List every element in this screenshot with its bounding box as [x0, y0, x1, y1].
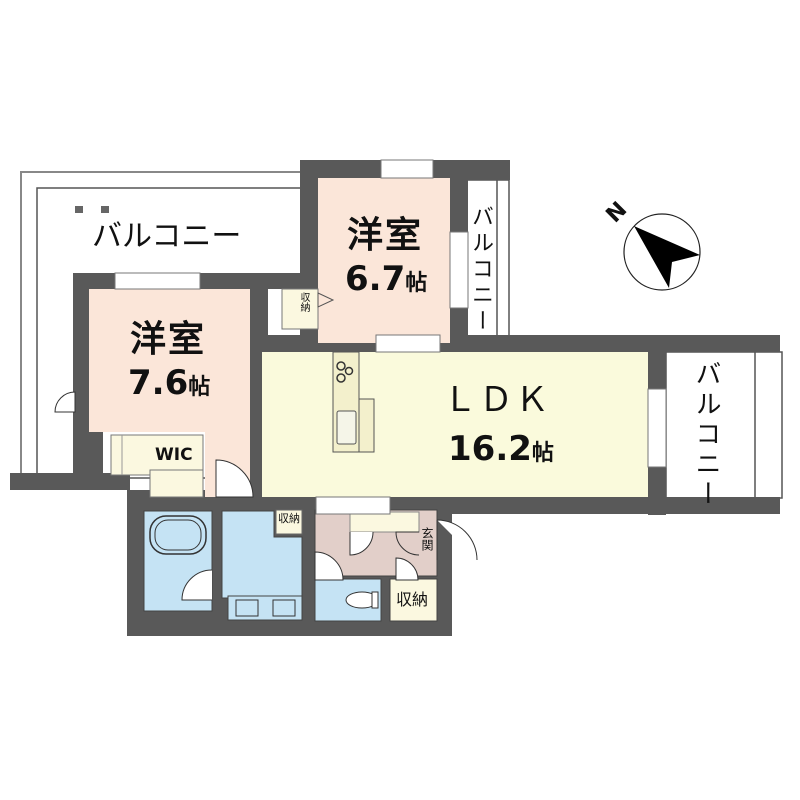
storage-entrance-area: [389, 578, 438, 622]
doors: [54, 391, 419, 581]
storage-washroom-label: 収納: [278, 512, 300, 525]
wic-area: [110, 434, 204, 498]
storage-small-area: [281, 288, 319, 330]
ldk-area-value: 16.2: [448, 429, 532, 469]
ldk-floor: [262, 352, 648, 497]
balcony-east-label: バルコニー: [691, 360, 721, 510]
western-room-2-floor: [318, 178, 450, 343]
windows: [114, 159, 667, 515]
compass-north-arrow-icon: [623, 213, 701, 291]
toilet-room: [314, 578, 382, 622]
western-room-1-name: 洋室: [130, 319, 207, 360]
storage-small-label: 収納: [298, 292, 309, 312]
western-room-2-name: 洋室: [347, 215, 424, 256]
western-room-2-area-unit: 帖: [405, 271, 428, 296]
ldk-area-unit: 帖: [531, 441, 554, 466]
western-room-1-floor: [89, 289, 250, 432]
ldk-area: 16.2帖: [448, 432, 554, 466]
storage-entrance-label: 収納: [396, 590, 429, 609]
balcony-northwest-label: バルコニー: [92, 219, 242, 254]
western-room-1-area: 7.6帖: [128, 366, 210, 400]
wic-label: WIC: [155, 445, 193, 465]
entrance-label: 玄関: [420, 527, 434, 551]
ldk-name: ＬＤＫ: [443, 380, 551, 420]
western-room-2-area: 6.7帖: [345, 262, 427, 296]
western-room-1-area-value: 7.6: [128, 363, 189, 403]
western-room-2-area-value: 6.7: [345, 259, 406, 299]
balcony-north-label: バルコニー: [468, 205, 493, 335]
balcony-east-area: [665, 351, 783, 499]
bathroom: [143, 510, 213, 612]
kitchen-counter: [332, 351, 375, 453]
western-room-1-area-unit: 帖: [188, 375, 211, 400]
washroom: [221, 509, 303, 621]
